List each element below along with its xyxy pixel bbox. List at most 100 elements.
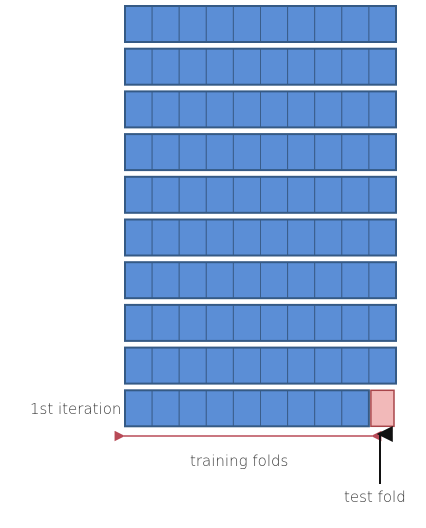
- training-fold-cell: [151, 261, 180, 299]
- training-fold-cell: [287, 5, 316, 43]
- training-fold-cell: [260, 219, 289, 256]
- training-fold-cell: [124, 219, 153, 256]
- training-fold-cell: [151, 347, 180, 385]
- fold-row-frame: [124, 90, 397, 129]
- training-fold-cell: [287, 219, 316, 256]
- training-fold-cell: [205, 389, 234, 427]
- fold-row-frame: [124, 218, 397, 257]
- fold-row-frame: [124, 47, 397, 86]
- training-fold-cell: [178, 261, 207, 299]
- fold-rows: [124, 5, 397, 428]
- training-fold-cell: [178, 176, 207, 214]
- training-fold-cell: [151, 133, 180, 171]
- training-fold-cell: [341, 5, 370, 43]
- training-fold-cell: [287, 48, 316, 86]
- training-fold-cell: [368, 304, 397, 342]
- training-fold-cell: [314, 5, 343, 43]
- training-fold-cell: [368, 347, 397, 385]
- training-fold-cell: [260, 176, 289, 214]
- training-fold-cell: [124, 90, 153, 128]
- training-fold-cell: [287, 347, 316, 385]
- fold-row: [124, 261, 397, 300]
- training-fold-cell: [341, 48, 370, 86]
- training-fold-cell: [205, 347, 234, 385]
- training-fold-cell: [341, 261, 370, 299]
- fold-row: [124, 47, 397, 86]
- training-fold-cell: [341, 304, 370, 342]
- training-fold-cell: [124, 48, 153, 86]
- training-fold-cell: [341, 347, 370, 385]
- training-fold-cell: [341, 133, 370, 171]
- training-fold-cell: [314, 261, 343, 299]
- training-fold-cell: [151, 5, 180, 43]
- training-fold-cell: [368, 219, 397, 256]
- training-fold-cell: [314, 304, 343, 342]
- training-fold-cell: [124, 133, 153, 171]
- training-fold-cell: [232, 389, 261, 427]
- training-fold-cell: [151, 48, 180, 86]
- test-fold-label: test fold: [344, 488, 406, 506]
- fold-row: [124, 303, 397, 342]
- training-fold-cell: [314, 133, 343, 171]
- fold-row-frame: [124, 175, 397, 214]
- training-fold-cell: [287, 389, 316, 427]
- training-fold-cell: [178, 90, 207, 128]
- training-fold-cell: [178, 219, 207, 256]
- fold-row: [124, 175, 397, 214]
- training-fold-cell: [178, 304, 207, 342]
- training-fold-cell: [178, 133, 207, 171]
- training-fold-cell: [314, 176, 343, 214]
- training-fold-cell: [178, 347, 207, 385]
- training-fold-cell: [260, 90, 289, 128]
- training-fold-cell: [151, 176, 180, 214]
- training-fold-cell: [232, 133, 261, 171]
- test-fold-cell: [370, 389, 395, 428]
- training-fold-cell: [260, 5, 289, 43]
- training-fold-cell: [287, 133, 316, 171]
- training-fold-cell: [205, 48, 234, 86]
- training-fold-cell: [232, 90, 261, 128]
- training-fold-cell: [232, 5, 261, 43]
- training-fold-cell: [205, 133, 234, 171]
- training-fold-cell: [368, 261, 397, 299]
- fold-row-frame: [124, 346, 397, 385]
- training-fold-cell: [232, 48, 261, 86]
- training-fold-cell: [205, 261, 234, 299]
- training-fold-cell: [124, 389, 153, 427]
- training-fold-cell: [260, 48, 289, 86]
- training-fold-cell: [314, 90, 343, 128]
- training-fold-cell: [341, 389, 370, 427]
- training-folds-label: training folds: [190, 452, 288, 470]
- training-fold-cell: [314, 219, 343, 256]
- training-fold-cell: [178, 389, 207, 427]
- fold-row-frame: [124, 5, 397, 43]
- training-fold-cell: [205, 5, 234, 43]
- training-fold-cell: [314, 48, 343, 86]
- iteration-label: 1st iteration: [30, 400, 121, 418]
- training-fold-cell: [287, 304, 316, 342]
- fold-row-frame: [124, 389, 370, 428]
- training-fold-cell: [260, 304, 289, 342]
- training-fold-cell: [368, 48, 397, 86]
- training-fold-cell: [178, 48, 207, 86]
- training-fold-cell: [341, 219, 370, 256]
- training-fold-cell: [232, 176, 261, 214]
- training-fold-cell: [368, 5, 397, 43]
- training-fold-cell: [205, 176, 234, 214]
- training-fold-cell: [232, 261, 261, 299]
- training-fold-cell: [287, 176, 316, 214]
- training-fold-cell: [232, 219, 261, 256]
- training-fold-cell: [232, 347, 261, 385]
- fold-row: [124, 5, 397, 43]
- training-fold-cell: [205, 90, 234, 128]
- training-fold-cell: [178, 5, 207, 43]
- training-fold-cell: [151, 304, 180, 342]
- training-fold-cell: [124, 261, 153, 299]
- fold-row: [124, 218, 397, 257]
- training-fold-cell: [205, 219, 234, 256]
- fold-row: [124, 389, 395, 428]
- training-fold-cell: [341, 90, 370, 128]
- fold-row-frame: [124, 261, 397, 300]
- training-fold-cell: [151, 90, 180, 128]
- training-fold-cell: [314, 389, 343, 427]
